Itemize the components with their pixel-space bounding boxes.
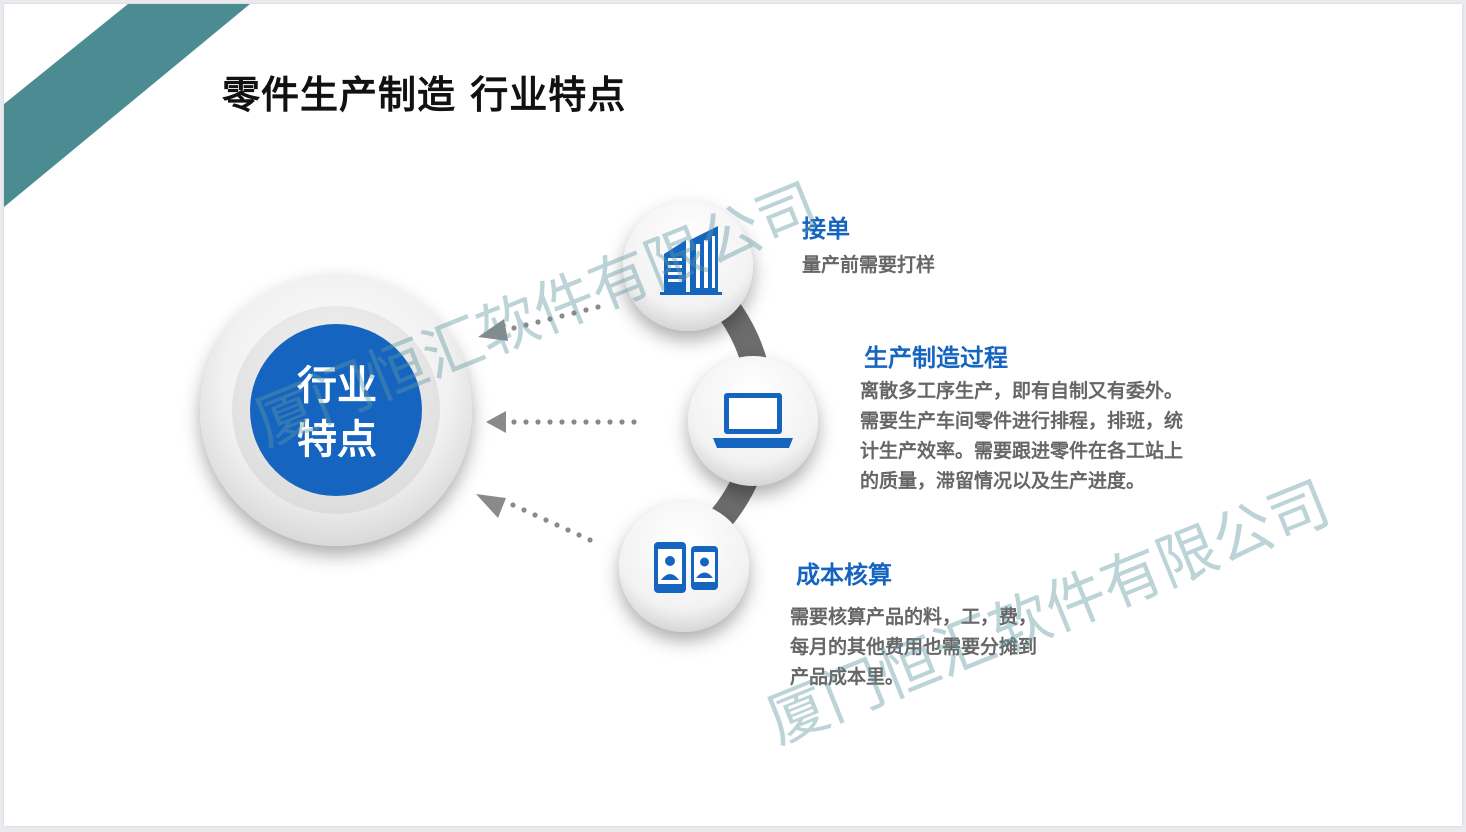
feature-desc-production-line2: 需要生产车间零件进行排程，排班，统	[860, 410, 1184, 432]
feature-heading-cost: 成本核算	[796, 561, 892, 589]
office-building-icon	[660, 226, 722, 295]
feature-diagram	[200, 201, 818, 632]
hub-label-line2: 特点	[297, 417, 377, 463]
arrow-to-hub-top	[478, 304, 601, 341]
feature-desc-cost-line1: 需要核算产品的料，工，费，	[790, 606, 1038, 628]
hub-label: 行业 特点	[254, 359, 420, 467]
feature-desc-production-line3: 计生产效率。需要跟进零件在各工站上	[860, 440, 1184, 462]
arrow-to-hub-bottom	[476, 494, 593, 543]
feature-desc-cost-line2: 每月的其他费用也需要分摊到	[790, 636, 1038, 658]
feature-desc-cost-line3: 产品成本里。	[790, 666, 905, 688]
corner-accent-stripe	[4, 4, 250, 207]
feature-heading-production: 生产制造过程	[864, 344, 1008, 372]
laptop-icon	[713, 393, 793, 448]
feature-heading-order: 接单	[802, 215, 850, 243]
feature-desc-order-line1: 量产前需要打样	[802, 254, 936, 276]
slide-title: 零件生产制造 行业特点	[222, 73, 627, 117]
hub-label-line1: 行业	[297, 363, 377, 409]
node-circle-order	[623, 201, 753, 331]
feature-desc-production-line1: 离散多工序生产，即有自制又有委外。	[860, 380, 1184, 402]
mobile-contacts-icon	[654, 542, 718, 593]
arrow-to-hub-middle	[486, 411, 637, 433]
hub-core	[250, 324, 422, 496]
slide: 零件生产制造 行业特点	[4, 4, 1462, 826]
feature-desc-production-line4: 的质量，滞留情况以及生产进度。	[860, 470, 1146, 492]
